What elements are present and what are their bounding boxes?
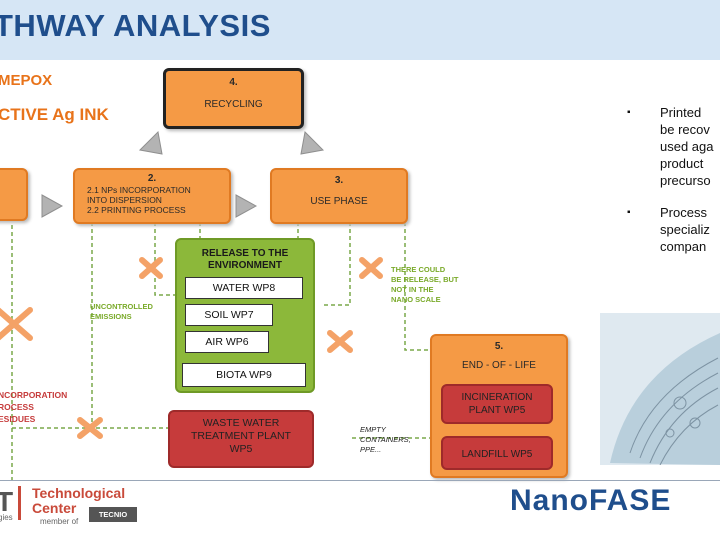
incorporation-line3: 2.2 PRINTING PROCESS — [87, 205, 186, 215]
stage-recycling-label: RECYCLING — [204, 99, 263, 110]
incorporation-line1: 2.1 NPs INCORPORATION — [87, 185, 191, 195]
bullet-line: be recov — [660, 122, 710, 137]
tecnio-badge: TECNIO — [89, 507, 137, 522]
printed-circuit-photo — [600, 313, 720, 465]
subtitle-line1: MEPOX — [0, 72, 53, 89]
bullet-line: Process — [660, 205, 707, 220]
logo-subtext: gies — [0, 513, 13, 522]
incorporation-line2: INTO DISPERSION — [87, 195, 162, 205]
member-of-text: member of — [40, 517, 79, 526]
wwtp-line2: TREATMENT PLANT — [191, 430, 291, 442]
wwtp-box: WASTE WATER TREATMENT PLANT WP5 — [168, 410, 314, 468]
note-line: ROCESS — [0, 402, 34, 412]
release-title-line1: RELEASE TO THE — [201, 248, 289, 259]
empty-containers-note: EMPTY CONTAINERS, PPE... — [360, 425, 411, 455]
note-line: EMPTY — [360, 425, 386, 434]
wwtp-line1: WASTE WATER — [202, 417, 280, 429]
note-line: NOT IN THE — [391, 285, 434, 294]
stage-recycling-box: 4. RECYCLING — [163, 68, 304, 129]
soil-wp7-box: SOIL WP7 — [185, 304, 273, 326]
stage-1-box-partial — [0, 168, 28, 221]
stage-use-num: 3. — [334, 175, 344, 186]
note-line: EMISSIONS — [90, 312, 132, 321]
slide-title: THWAY ANALYSIS — [0, 8, 271, 43]
biota-wp9-box: BIOTA WP9 — [182, 363, 306, 387]
bullet-line: Printed — [660, 105, 702, 120]
bullet-line: specializ — [660, 222, 710, 237]
stage-incorporation-box: 2. 2.1 NPs INCORPORATION INTO DISPERSION… — [73, 168, 231, 224]
logo-left-letter: T — [0, 486, 14, 517]
release-title-line2: ENVIRONMENT — [208, 260, 282, 271]
stage-use-label: USE PHASE — [310, 196, 368, 207]
bullet-mark: ▪ — [627, 207, 631, 218]
bullet-2: ▪ Process specializ compan — [627, 204, 710, 255]
uncontrolled-emissions-note: UNCONTROLLED EMISSIONS — [90, 302, 153, 322]
note-line: ESIDUES — [0, 414, 36, 424]
stage-incorporation-num: 2. — [147, 173, 157, 184]
note-line: CONTAINERS, — [360, 435, 411, 444]
logo-divider — [18, 486, 21, 520]
bullet-1: ▪ Printed be recov used aga product prec… — [627, 104, 714, 189]
incineration-line2: PLANT WP5 — [468, 405, 526, 416]
note-line: BE RELEASE, BUT — [391, 275, 459, 284]
stage-eol-label: END - OF - LIFE — [462, 360, 536, 371]
bullet-line: precurso — [660, 173, 711, 188]
note-line: NCORPORATION — [0, 390, 68, 400]
footer-divider — [0, 480, 720, 481]
bullet-line: product — [660, 156, 704, 171]
logo-text-line: Center — [32, 500, 77, 516]
there-could-note: THERE COULD BE RELEASE, BUT NOT IN THE N… — [391, 265, 459, 305]
incineration-line1: INCINERATION — [461, 392, 533, 403]
bullet-mark: ▪ — [627, 107, 631, 118]
water-wp8-box: WATER WP8 — [185, 277, 303, 299]
incineration-box: INCINERATION PLANT WP5 — [441, 384, 553, 424]
note-line: NANO SCALE — [391, 295, 441, 304]
nanofase-logo: NanoFASE — [510, 484, 672, 517]
stage-recycling-num: 4. — [229, 77, 238, 88]
technological-center-logo: Technological Center — [32, 486, 125, 516]
note-line: THERE COULD — [391, 265, 446, 274]
wwtp-line3: WP5 — [229, 443, 253, 455]
incorporation-residues-note: NCORPORATION ROCESS ESIDUES — [0, 389, 67, 425]
air-wp6-box: AIR WP6 — [185, 331, 269, 353]
note-line: UNCONTROLLED — [90, 302, 153, 311]
stage-eol-num: 5. — [494, 341, 504, 352]
note-line: PPE... — [360, 445, 382, 454]
logo-text-line: Technological — [32, 485, 126, 501]
landfill-label: LANDFILL WP5 — [461, 449, 533, 460]
bullet-line: compan — [660, 239, 707, 254]
header-bar — [0, 0, 720, 60]
bullet-line: used aga — [660, 139, 714, 154]
landfill-box: LANDFILL WP5 — [441, 436, 553, 470]
subtitle-line2: CTIVE Ag INK — [0, 105, 109, 124]
stage-use-box: 3. USE PHASE — [270, 168, 408, 224]
